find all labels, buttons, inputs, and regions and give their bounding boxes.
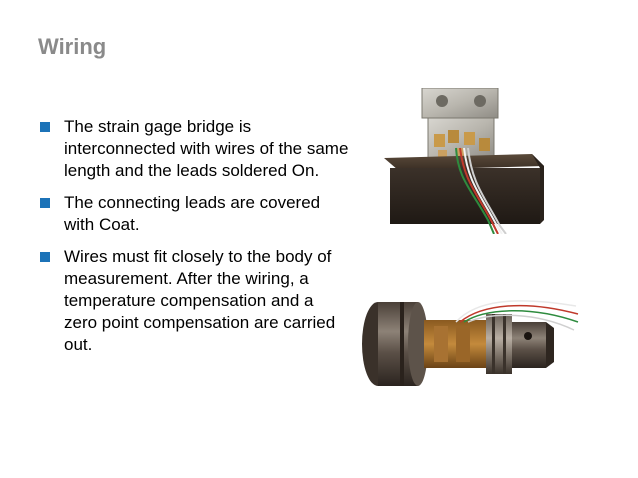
torque-shaft-photo	[356, 292, 580, 390]
bullet-item: Wires must fit closely to the body of me…	[40, 246, 350, 356]
slide-title: Wiring	[38, 34, 107, 59]
bullet-item: The connecting leads are covered with Co…	[40, 192, 350, 236]
bullet-list: The strain gage bridge is interconnected…	[40, 116, 350, 366]
square-bullet-icon	[40, 122, 50, 132]
bullet-item: The strain gage bridge is interconnected…	[40, 116, 350, 182]
strain-gage-block-photo	[384, 88, 544, 234]
bullet-text: The connecting leads are covered with Co…	[64, 193, 321, 234]
bullet-text: Wires must fit closely to the body of me…	[64, 247, 336, 354]
square-bullet-icon	[40, 252, 50, 262]
square-bullet-icon	[40, 198, 50, 208]
bullet-text: The strain gage bridge is interconnected…	[64, 117, 349, 180]
